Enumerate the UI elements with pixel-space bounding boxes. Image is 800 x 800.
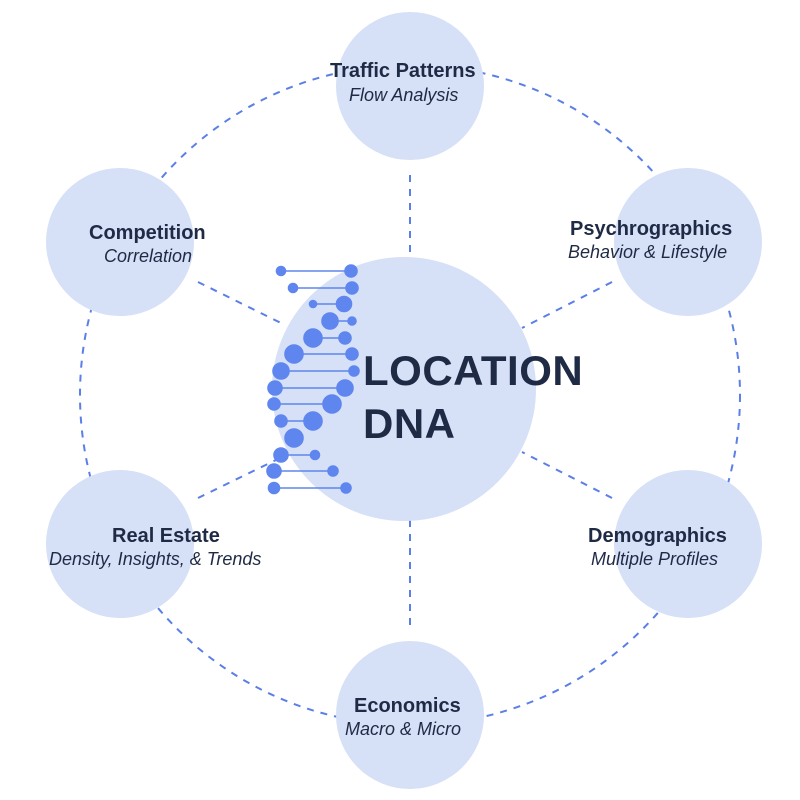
dna-helix-icon bbox=[266, 264, 360, 495]
node-title-traffic-patterns: Traffic Patterns bbox=[330, 60, 476, 82]
node-circle-economics bbox=[336, 641, 484, 789]
node-subtitle-traffic-patterns: Flow Analysis bbox=[349, 85, 459, 105]
node-subtitle-competition: Correlation bbox=[104, 246, 193, 266]
node-subtitle-economics: Macro & Micro bbox=[345, 719, 462, 739]
spoke-competition bbox=[197, 281, 286, 326]
node-circle-psychrographics bbox=[614, 168, 762, 316]
node-circle-competition bbox=[46, 168, 194, 316]
center-title-line1: LOCATION bbox=[363, 347, 584, 394]
node-subtitle-psychrographics: Behavior & Lifestyle bbox=[568, 242, 728, 262]
node-subtitle-demographics: Multiple Profiles bbox=[591, 549, 719, 569]
node-subtitle-real-estate: Density, Insights, & Trends bbox=[49, 549, 262, 569]
node-circle-demographics bbox=[614, 470, 762, 618]
center-title-line2: DNA bbox=[363, 400, 456, 447]
node-title-real-estate: Real Estate bbox=[112, 525, 220, 547]
spoke-real-estate bbox=[197, 457, 281, 499]
node-title-demographics: Demographics bbox=[588, 525, 727, 547]
node-circle-traffic-patterns bbox=[336, 12, 484, 160]
node-title-psychrographics: Psychrographics bbox=[570, 218, 733, 240]
node-title-economics: Economics bbox=[354, 695, 461, 717]
node-circle-real-estate bbox=[46, 470, 194, 618]
spoke-demographics bbox=[521, 451, 613, 499]
spoke-psychrographics bbox=[521, 281, 613, 329]
node-title-competition: Competition bbox=[89, 222, 206, 244]
